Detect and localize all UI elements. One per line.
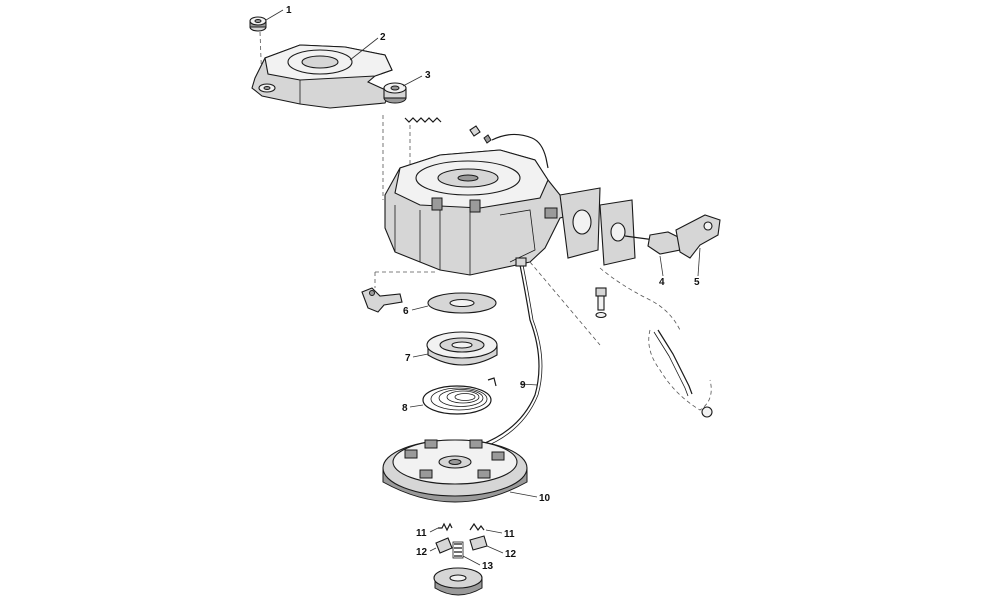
callout-12-right: 12 [505, 549, 517, 560]
part-10-pulley [382, 439, 528, 503]
callout-5: 5 [694, 277, 700, 288]
callout-13: 13 [482, 561, 494, 572]
callout-8: 8 [402, 403, 408, 414]
part-9-cable [479, 257, 543, 449]
starter-housing [384, 149, 591, 276]
callout-1: 1 [286, 5, 292, 16]
callout-11-right: 11 [504, 529, 515, 540]
bolt [595, 287, 607, 319]
callout-10: 10 [539, 493, 551, 504]
cable-end [648, 329, 713, 418]
handle-bracket [559, 187, 636, 266]
callout-3: 3 [425, 70, 431, 81]
drive-cup [433, 567, 483, 596]
callout-6: 6 [403, 306, 409, 317]
callout-4: 4 [659, 277, 665, 288]
part-1-grommet [249, 16, 267, 32]
part-6-washer [427, 292, 497, 314]
callout-11-left: 11 [416, 528, 427, 539]
callout-2: 2 [380, 32, 386, 43]
part-13-spring [452, 541, 464, 559]
callout-7: 7 [405, 353, 411, 364]
part-5-clamp [675, 214, 721, 259]
small-spring [404, 117, 442, 123]
part-8-recoil-spring [422, 377, 497, 415]
part-2-cover [251, 44, 393, 109]
part-7-spring-case [426, 331, 498, 366]
part-11-12-pawls [435, 522, 488, 554]
lever-part [361, 287, 403, 313]
clip-parts [469, 125, 549, 169]
callout-12-left: 12 [416, 547, 428, 558]
callout-9: 9 [520, 380, 526, 391]
part-3-grommet [383, 82, 407, 104]
